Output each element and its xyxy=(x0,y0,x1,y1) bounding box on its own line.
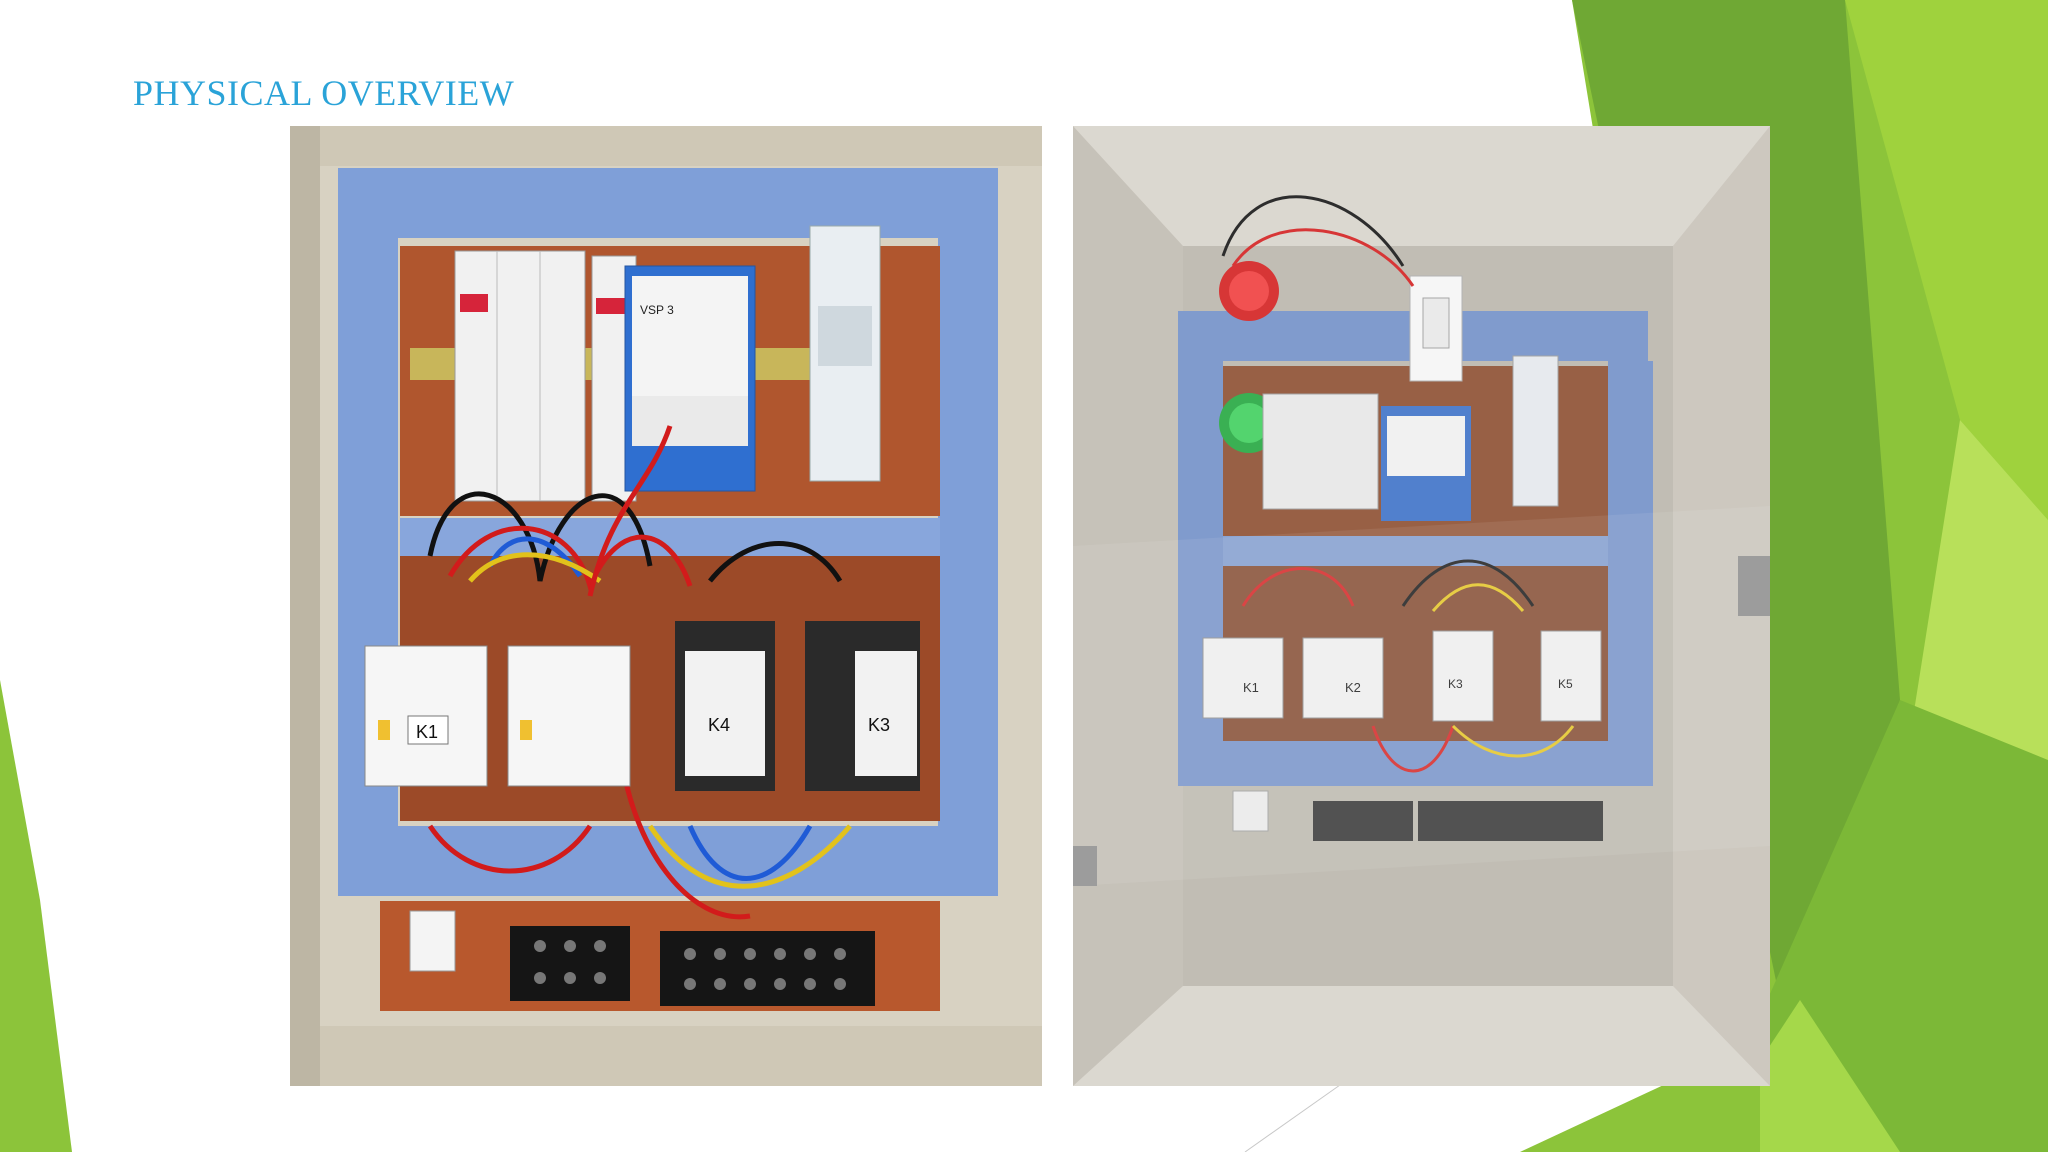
left-panel-photo: VSP 3 K1 xyxy=(290,126,1042,1086)
vsp-module-label: VSP 3 xyxy=(640,303,674,317)
contactor-label-k4: K4 xyxy=(708,715,730,735)
contactor-label-k1: K1 xyxy=(1243,680,1259,695)
contactor-label-k3: K3 xyxy=(868,715,890,735)
contactor-label-k5: K5 xyxy=(1558,677,1573,691)
slide-title: PHYSICAL OVERVIEW xyxy=(133,73,515,113)
contactor-label-k3: K3 xyxy=(1448,677,1463,691)
contactor-label-k2: K2 xyxy=(1345,680,1361,695)
right-panel-photo: K1 K2 K3 K5 xyxy=(1073,126,1770,1086)
contactor-label-k1: K1 xyxy=(416,722,438,742)
